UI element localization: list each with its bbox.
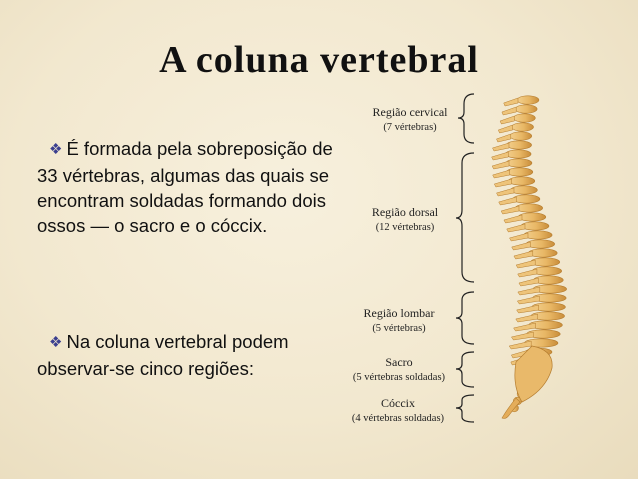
vertebra-process [497,124,513,134]
vertebra-process [511,241,531,251]
vertebra-body [513,113,536,123]
slide-title: A coluna vertebral [159,39,479,81]
region-name: Região lombar [363,306,435,320]
vertebra-process [509,232,529,242]
vertebra-process [516,304,539,314]
region-detail: (5 vértebras soldadas) [352,372,446,383]
region-detail: (4 vértebras soldadas) [351,413,445,424]
vertebra-process [513,322,536,332]
bullet-text: É formada pela sobreposição de 33 vérteb… [37,138,333,236]
vertebra-process [513,250,534,260]
vertebra-process [493,178,512,188]
vertebra-body [516,95,540,105]
region-name: Região cervical [372,105,448,119]
diamond-bullet-icon: ❖ [49,141,63,158]
vertebra-body [506,140,532,150]
sacrum-shape [514,345,553,403]
vertebra-body [509,131,533,141]
vertebra-process [492,142,510,152]
vertebra-body [511,122,534,132]
vertebra-process [500,205,520,215]
label-dorsal: Região dorsal (12 vértebras) [358,204,452,236]
vertebra-process [515,313,539,323]
vertebra-process [491,151,509,161]
vertebra-process [496,133,512,143]
vertebra-process [491,160,510,170]
vertebra-body [517,212,547,222]
coccyx-shape [501,397,521,419]
vertebra-process [518,277,539,287]
vertebra-process [501,106,517,116]
vertebra-process [492,169,511,179]
bullet-text: Na coluna vertebral podem observar-se ci… [37,331,289,379]
vertebra-process [515,259,536,269]
vertebra-process [517,268,538,278]
vertebra-process [498,196,517,206]
bullet-formation: ❖É formada pela sobreposição de 33 vérte… [37,136,337,238]
vertebra-process [511,331,534,341]
label-coccix: Cóccix (4 vértebras soldadas) [340,395,456,427]
region-name: Cóccix [381,396,415,410]
region-detail: (12 vértebras) [375,222,435,233]
vertebra-process [496,187,515,197]
bracket-sacro [455,351,475,388]
vertebra-process [503,97,519,107]
region-name: Sacro [385,355,413,369]
vertebra-process [516,295,540,305]
label-sacro: Sacro (5 vértebras soldadas) [343,354,455,386]
region-name: Região dorsal [371,205,439,219]
vertebra-process [517,286,541,296]
bracket-coccix [455,394,475,423]
vertebra-body [514,104,538,114]
vertebra-process [499,115,515,125]
vertebra-process [508,340,532,350]
bracket-dorsal [455,152,475,283]
vertebra-process [506,223,526,233]
vertebra-body [505,149,532,159]
vertebra-body [515,203,543,213]
vertebra-process [503,214,523,224]
vertebra-body [508,176,536,186]
bracket-lombar [455,291,475,345]
region-detail: (5 vértebras) [372,323,426,334]
bracket-cervical [457,93,475,144]
vertebra-body [512,194,541,204]
vertebra-body [505,158,533,168]
region-detail: (7 vértebras) [383,122,437,133]
diamond-bullet-icon: ❖ [49,334,63,351]
vertebra-body [506,167,534,177]
label-cervical: Região cervical (7 vértebras) [358,104,462,136]
label-lombar: Região lombar (5 vértebras) [354,305,444,337]
vertebra-body [510,185,538,195]
bullet-regions: ❖Na coluna vertebral podem observar-se c… [37,329,337,381]
